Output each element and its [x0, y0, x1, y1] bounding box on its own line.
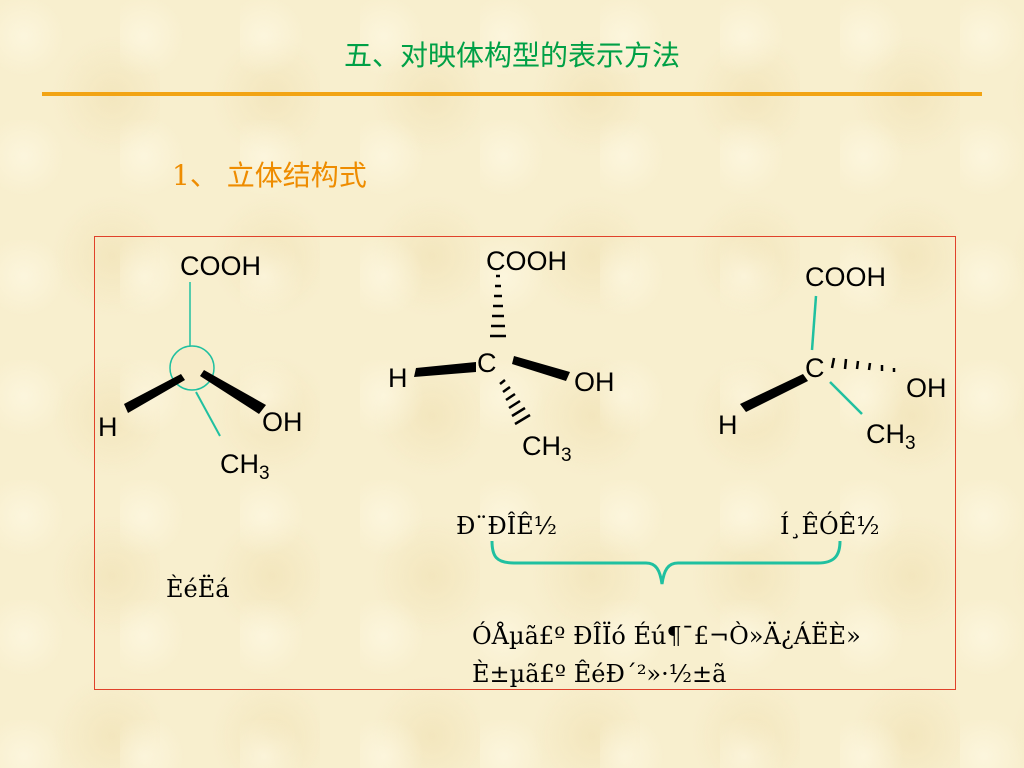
middle-hash-top [490, 274, 506, 338]
right-h-label: H [718, 410, 738, 440]
left-ch3-label: CH3 [220, 449, 270, 484]
middle-wedge-oh [512, 356, 570, 381]
caption-left: ÈéËá [166, 574, 230, 603]
middle-c-label: C [477, 348, 497, 378]
molecule-middle: COOH C H OH CH3 [388, 246, 615, 466]
title-divider [42, 92, 982, 96]
middle-oh-label: OH [574, 367, 615, 397]
middle-top-label: COOH [486, 246, 567, 276]
left-wedge-h [124, 374, 185, 413]
middle-ch3-label: CH3 [522, 431, 572, 466]
note-disadvantages: È±µã£º ÊéÐ´²»·½±ã [472, 659, 726, 688]
right-hash-oh [830, 357, 896, 372]
caption-middle: Ð¨ÐÎÊ½ [456, 511, 557, 540]
left-oh-label: OH [262, 407, 303, 437]
right-ch3-label: CH3 [866, 419, 916, 454]
section-subtitle: 1、 立体结构式 [172, 159, 367, 192]
grouping-brace [490, 540, 842, 585]
right-c-label: C [805, 353, 825, 383]
right-oh-label: OH [906, 373, 947, 403]
diagram-frame [94, 236, 956, 690]
left-top-label: COOH [180, 251, 261, 281]
right-wedge-h [740, 374, 808, 412]
right-top-label: COOH [805, 262, 886, 292]
slide-title: 五、对映体构型的表示方法 [343, 39, 680, 72]
molecule-left: COOH H OH CH3 [98, 251, 303, 484]
right-bond-bottom [829, 381, 863, 415]
left-bond-bottom [195, 391, 221, 437]
left-h-label: H [98, 412, 118, 442]
caption-right: Í¸ÊÓÊ½ [780, 511, 879, 540]
right-bond-top [810, 295, 818, 351]
middle-hash-bottom [499, 379, 531, 426]
note-advantages: ÓÅµã£º ÐÎÏó Éú¶¯£¬Ò»Ä¿ÁËÈ» [472, 621, 861, 650]
molecule-right: COOH C H OH CH3 [718, 262, 947, 454]
middle-h-label: H [388, 363, 408, 393]
left-wedge-oh [200, 370, 266, 414]
middle-wedge-h [414, 362, 476, 377]
